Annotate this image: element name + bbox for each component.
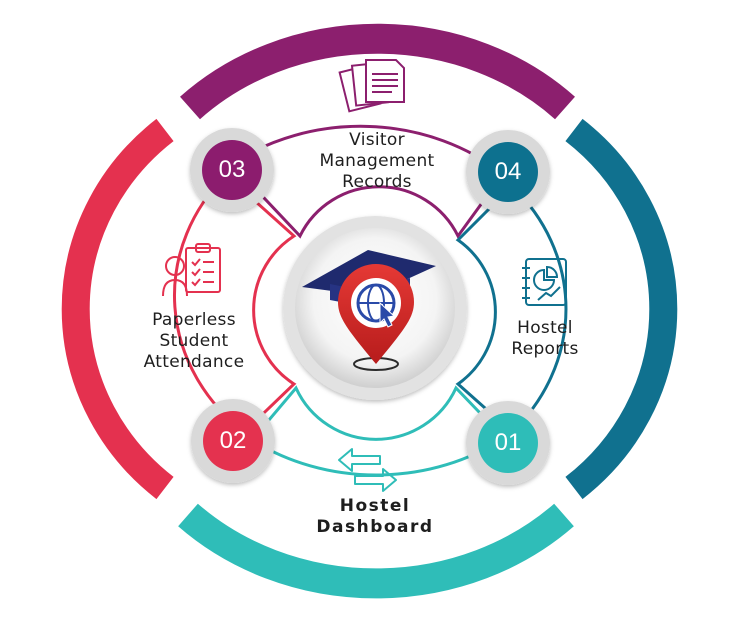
badge-01 — [478, 413, 538, 473]
badge-02 — [203, 411, 263, 471]
label-line: Management — [319, 151, 435, 171]
badge-04 — [478, 142, 538, 202]
label-line: Attendance — [143, 352, 245, 372]
badge-02-number: 02 — [219, 427, 247, 454]
transfer-arrows-icon — [338, 448, 397, 492]
label-line: Records — [342, 172, 412, 192]
label-line: Reports — [511, 339, 579, 359]
arc-left — [61, 118, 174, 500]
label-hostel-reports: Hostel Reports — [490, 318, 600, 360]
panel-top — [229, 124, 506, 239]
label-line: Paperless — [152, 310, 236, 330]
label-line: Visitor — [349, 130, 405, 150]
graduation-location-logo — [302, 250, 436, 371]
label-line: Hostel — [339, 496, 411, 516]
student-checklist-icon — [162, 243, 221, 297]
panel-left — [172, 172, 297, 434]
badge-03 — [202, 140, 262, 200]
label-hostel-dashboard: Hostel Dashboard — [300, 496, 450, 538]
arc-top — [180, 23, 575, 120]
label-line: Dashboard — [316, 517, 434, 537]
arc-right — [565, 118, 678, 500]
label-paperless-student-attendance: Paperless Student Attendance — [124, 310, 264, 373]
panel-right — [455, 183, 568, 435]
documents-icon — [338, 59, 405, 113]
badge-04-number: 04 — [494, 158, 522, 185]
label-line: Hostel — [517, 318, 573, 338]
badge-03-number: 03 — [218, 156, 246, 183]
report-chart-icon — [522, 258, 567, 306]
label-line: Student — [159, 331, 229, 351]
arc-bottom — [178, 503, 574, 599]
label-visitor-management-records: Visitor Management Records — [292, 130, 462, 193]
badge-01-number: 01 — [494, 429, 522, 456]
panel-bottom — [249, 385, 507, 477]
